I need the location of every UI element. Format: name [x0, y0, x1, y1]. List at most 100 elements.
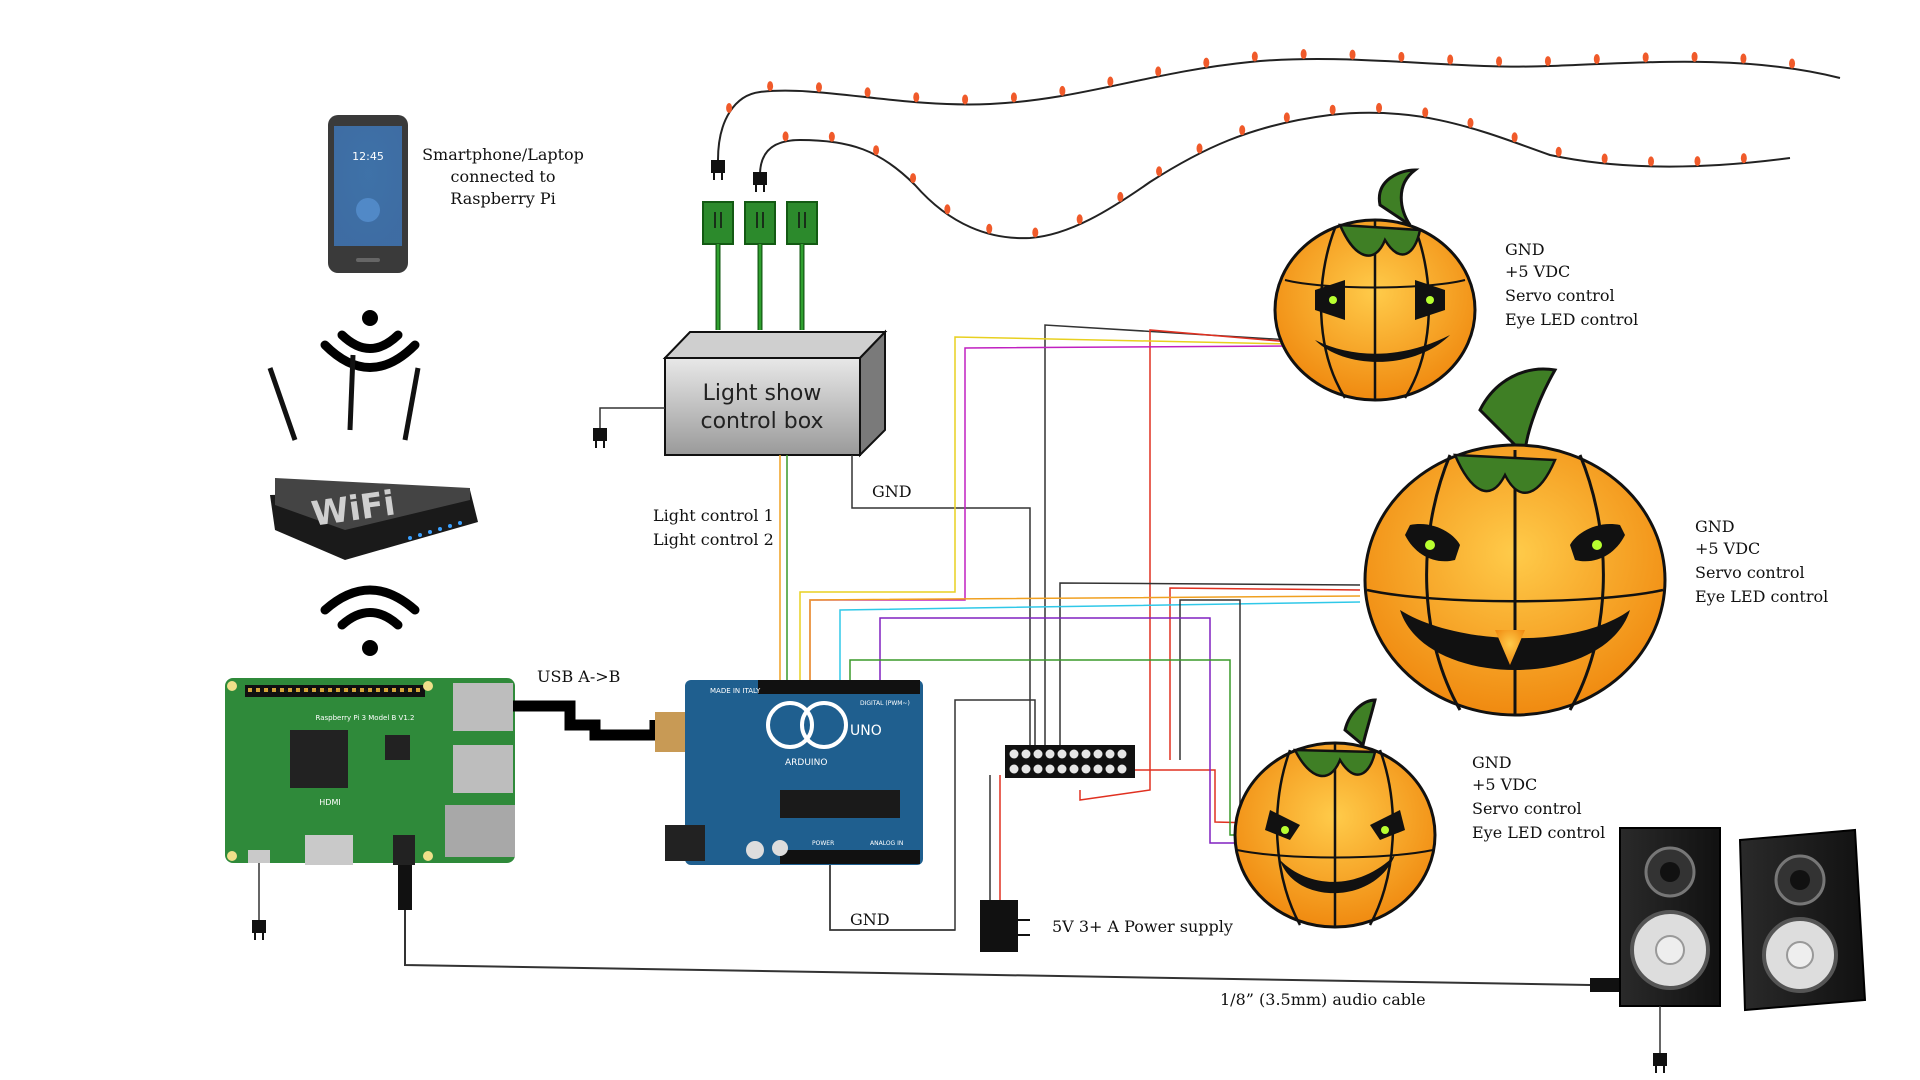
- p2-legend-5v: +5 VDC: [1695, 539, 1760, 558]
- light-bulb: [1203, 57, 1210, 68]
- string-plug-2: [753, 172, 767, 192]
- p1-legend-gnd: GND: [1505, 240, 1545, 259]
- string-plug-1: [711, 160, 725, 180]
- arduino-gnd-wire: [829, 865, 955, 931]
- light-bulb: [1349, 49, 1356, 60]
- usb-label: USB A->B: [537, 667, 620, 686]
- light-control-1-label: Light control 1: [653, 506, 774, 525]
- usb-cable: [513, 700, 697, 752]
- light-bulb: [1555, 146, 1562, 157]
- raspberry-pi: Raspberry Pi 3 Model B V1.2 HDMI: [225, 678, 515, 865]
- arduino-uno: MADE IN ITALY ARDUINO UNO DIGITAL (PWM~)…: [665, 680, 923, 865]
- light-bulb: [1694, 156, 1701, 167]
- light-bulb: [1467, 117, 1474, 128]
- light-bulb: [828, 131, 835, 142]
- arduino-brand: ARDUINO: [785, 758, 827, 768]
- light-bulb: [1496, 56, 1503, 67]
- light-bulb: [1511, 132, 1518, 143]
- light-bulb: [1601, 153, 1608, 164]
- p1-legend-5v: +5 VDC: [1505, 262, 1570, 281]
- light-bulb: [1422, 107, 1429, 118]
- smartphone-label-line3: Raspberry Pi: [450, 189, 555, 208]
- pumpkin-3: [1233, 698, 1437, 929]
- arduino-made-in: MADE IN ITALY: [710, 687, 761, 695]
- terminal-screw: [1117, 749, 1127, 759]
- p3-legend-gnd: GND: [1472, 753, 1512, 772]
- light-bulb: [767, 81, 774, 92]
- wifi-signal-icon-top: [320, 310, 420, 372]
- light-bulb: [1329, 104, 1336, 115]
- light-bulb: [1376, 102, 1383, 113]
- light-show-control-box: Light show control box: [662, 329, 888, 458]
- light-bulb: [1648, 156, 1655, 167]
- phone-clock: 12:45: [352, 150, 384, 163]
- box-gnd-label: GND: [872, 482, 912, 501]
- terminal-screw: [1057, 749, 1067, 759]
- terminal-screw: [1069, 764, 1079, 774]
- light-bulb: [1740, 153, 1747, 164]
- light-bulb: [1642, 52, 1649, 63]
- router: WiFi: [267, 354, 478, 560]
- smartphone: 12:45: [328, 115, 408, 273]
- box-label-line2: control box: [700, 409, 823, 434]
- light-bulb: [913, 92, 920, 103]
- light-bulb: [1789, 58, 1796, 69]
- light-bulb: [962, 94, 969, 105]
- smartphone-label-line2: connected to: [451, 167, 556, 186]
- light-string-2: [759, 102, 1791, 240]
- light-bulb: [986, 223, 993, 234]
- terminal-screw: [1009, 764, 1019, 774]
- pumpkin-2: [1363, 367, 1667, 717]
- light-bulbs-1: [726, 49, 1796, 113]
- light-bulb: [910, 173, 917, 184]
- light-bulb: [1447, 54, 1454, 65]
- arduino-digital: DIGITAL (PWM~): [860, 700, 910, 707]
- pumpkin-3-legend: GND +5 VDC Servo control Eye LED control: [1472, 753, 1605, 842]
- terminal-screw: [1033, 764, 1043, 774]
- light-bulb: [1691, 51, 1698, 62]
- light-bulb: [944, 204, 951, 215]
- p1-legend-eye: Eye LED control: [1505, 310, 1638, 329]
- light-bulb: [1239, 125, 1246, 136]
- box-label-line1: Light show: [703, 381, 822, 406]
- smartphone-label-line1: Smartphone/Laptop: [422, 145, 584, 164]
- terminal-screw: [1081, 749, 1091, 759]
- box-power-plug: [593, 407, 665, 448]
- speaker-left: [1619, 827, 1721, 1007]
- light-bulb: [1398, 51, 1405, 62]
- p3-legend-5v: +5 VDC: [1472, 775, 1537, 794]
- terminal-screw: [1117, 764, 1127, 774]
- light-control-2-label: Light control 2: [653, 530, 774, 549]
- light-bulb: [1076, 214, 1083, 225]
- light-bulb: [1740, 53, 1747, 64]
- p1-legend-servo: Servo control: [1505, 286, 1615, 305]
- pi-model-text: Raspberry Pi 3 Model B V1.2: [316, 714, 415, 722]
- p2-legend-gnd: GND: [1695, 517, 1735, 536]
- p3-legend-servo: Servo control: [1472, 799, 1582, 818]
- terminal-screw: [1033, 749, 1043, 759]
- light-bulb: [1544, 56, 1551, 67]
- light-string-1: [717, 49, 1841, 161]
- light-bulb: [873, 145, 880, 156]
- wifi-signal-icon-bottom: [320, 585, 420, 656]
- terminal-screw: [1093, 764, 1103, 774]
- terminal-screw: [1021, 764, 1031, 774]
- terminal-screw: [1105, 764, 1115, 774]
- light-bulbs-2: [782, 102, 1747, 238]
- arduino-analog: ANALOG IN: [870, 840, 903, 847]
- light-bulb: [1155, 66, 1162, 77]
- light-bulb: [1251, 51, 1258, 62]
- pi-power-plug: [252, 863, 266, 940]
- terminal-block: [1005, 745, 1135, 778]
- light-bulb: [1032, 227, 1039, 238]
- terminal-screw: [1045, 749, 1055, 759]
- wires: [779, 324, 1361, 931]
- terminal-screw: [1093, 749, 1103, 759]
- light-bulb: [1283, 112, 1290, 123]
- light-bulb: [815, 82, 822, 93]
- p2-legend-eye: Eye LED control: [1695, 587, 1828, 606]
- p2-legend-servo: Servo control: [1695, 563, 1805, 582]
- light-bulb: [864, 87, 871, 98]
- light-bulb: [1107, 76, 1114, 87]
